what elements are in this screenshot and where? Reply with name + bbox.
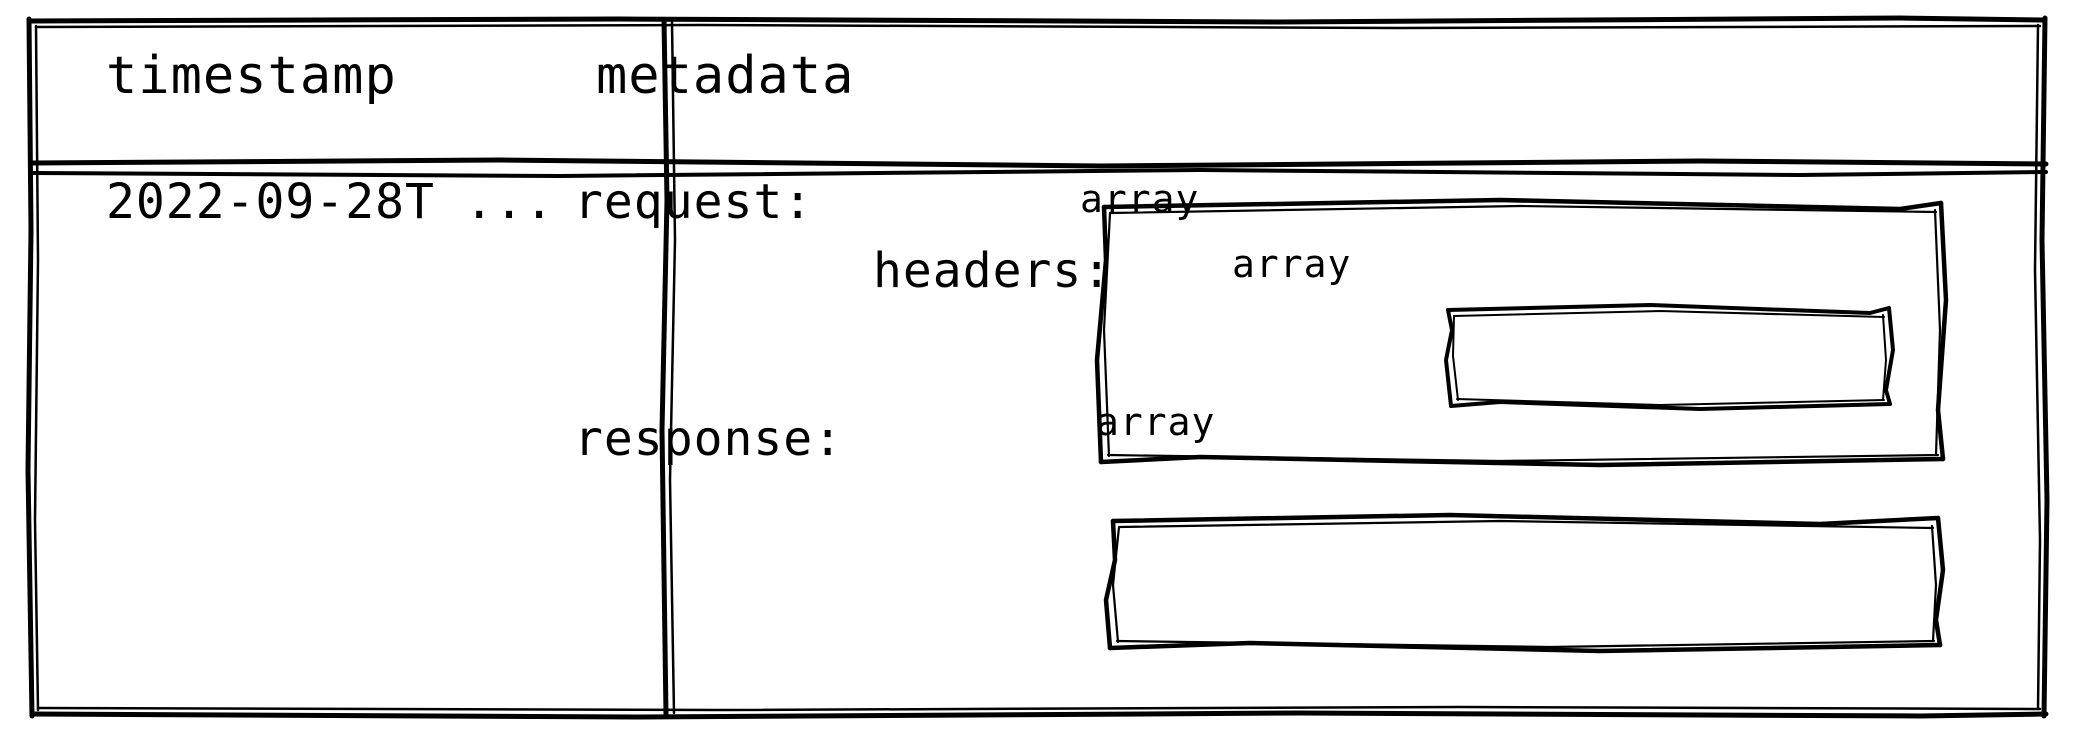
- table-border-right: [2039, 15, 2050, 719]
- response-array-box-top: [1110, 512, 1941, 527]
- request-array-box-bottom: [1098, 454, 1946, 468]
- response-array-box-left-2: [1111, 525, 1121, 644]
- table-border-left: [25, 16, 35, 719]
- table-border-bottom-2: [36, 705, 2042, 712]
- table-column-divider-2: [668, 20, 677, 715]
- response-array-box-left: [1103, 518, 1118, 651]
- column-header-timestamp: timestamp: [106, 46, 397, 106]
- table-border-top-2: [34, 23, 2042, 30]
- request-array-box-bottom-2: [1106, 453, 1940, 463]
- headers-array-box-left: [1444, 308, 1454, 408]
- type-label-response-array: array: [1096, 400, 1216, 444]
- table-border-right-2: [2033, 23, 2042, 711]
- response-array-box-bottom: [1107, 640, 1943, 654]
- request-array-box-right: [1935, 200, 1949, 462]
- response-array-box-top-2: [1117, 519, 1935, 530]
- headers-array-box-right: [1884, 306, 1895, 406]
- headers-array-box-top-2: [1453, 310, 1885, 318]
- request-array-box-top-2: [1108, 204, 1938, 215]
- type-label-headers-array: array: [1232, 242, 1352, 286]
- table-border-top: [27, 15, 2047, 25]
- headers-array-box-top: [1446, 303, 1891, 315]
- request-array-box-top: [1101, 197, 1944, 212]
- headers-array-box-left-2: [1452, 315, 1459, 401]
- cell-timestamp-value: 2022-09-28T ...: [106, 174, 555, 230]
- field-key-headers: headers:: [873, 243, 1113, 299]
- column-header-metadata: metadata: [596, 46, 855, 106]
- headers-array-box-right-2: [1882, 314, 1887, 401]
- table-column-divider: [659, 17, 670, 718]
- request-array-box-right-2: [1933, 208, 1942, 457]
- response-array-box-bottom-2: [1115, 639, 1936, 649]
- table-border-left-2: [33, 24, 40, 712]
- response-array-box-right: [1933, 515, 1946, 648]
- type-label-request-array: array: [1080, 177, 1200, 221]
- headers-array-box-bottom: [1449, 400, 1892, 411]
- field-key-request: request:: [574, 174, 814, 230]
- field-key-response: response:: [574, 411, 844, 467]
- header-separator-line-1: [30, 157, 2049, 169]
- table-border-bottom: [29, 710, 2049, 720]
- response-array-box-right-2: [1930, 524, 1938, 643]
- headers-array-box-bottom-2: [1456, 398, 1885, 406]
